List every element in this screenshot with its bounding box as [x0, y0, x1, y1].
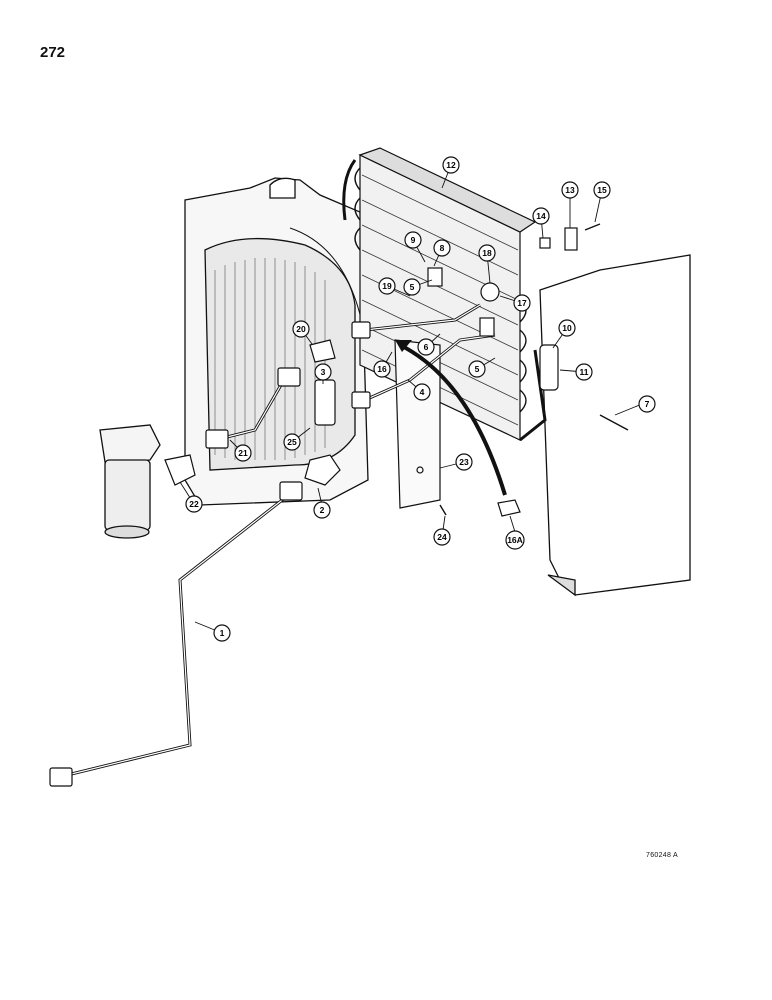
svg-text:23: 23: [459, 457, 469, 467]
callout-10: 10: [558, 319, 576, 337]
svg-text:1: 1: [220, 628, 225, 638]
callout-1: 1: [213, 624, 231, 642]
callout-14: 14: [532, 207, 550, 225]
svg-text:22: 22: [189, 499, 199, 509]
callout-22: 22: [185, 495, 203, 513]
svg-text:10: 10: [562, 323, 572, 333]
callout-16a: 16A: [505, 530, 525, 550]
svg-text:5: 5: [410, 282, 415, 292]
svg-text:13: 13: [565, 185, 575, 195]
callout-7: 7: [638, 395, 656, 413]
callout-19: 19: [378, 277, 396, 295]
svg-text:18: 18: [482, 248, 492, 258]
bolts: [439, 223, 629, 516]
svg-text:20: 20: [296, 324, 306, 334]
svg-text:25: 25: [287, 437, 297, 447]
side-panel: [539, 254, 691, 597]
callout-5b: 5: [468, 360, 486, 378]
callout-16: 16: [373, 360, 391, 378]
svg-text:17: 17: [517, 298, 527, 308]
fittings: [49, 227, 578, 787]
drawing-id: 760248 A: [646, 852, 678, 859]
callout-15: 15: [593, 181, 611, 199]
svg-text:24: 24: [437, 532, 447, 542]
callout-3: 3: [314, 363, 332, 381]
callout-11: 11: [575, 363, 593, 381]
callout-5a: 5: [403, 278, 421, 296]
callout-25: 25: [283, 433, 301, 451]
callout-18: 18: [478, 244, 496, 262]
svg-text:12: 12: [446, 160, 456, 170]
arrow-16a-head: [395, 340, 412, 352]
callout-21: 21: [234, 444, 252, 462]
svg-text:21: 21: [238, 448, 248, 458]
oil-filter: [99, 424, 161, 539]
oil-cooler-core: [354, 147, 537, 441]
svg-text:6: 6: [424, 342, 429, 352]
svg-text:2: 2: [320, 505, 325, 515]
svg-text:9: 9: [411, 235, 416, 245]
svg-text:8: 8: [440, 243, 445, 253]
callout-24: 24: [433, 528, 451, 546]
svg-text:16A: 16A: [507, 535, 523, 545]
callout-8: 8: [433, 239, 451, 257]
radiator: [184, 177, 369, 506]
svg-text:14: 14: [536, 211, 546, 221]
svg-text:15: 15: [597, 185, 607, 195]
callout-17: 17: [513, 294, 531, 312]
svg-text:7: 7: [645, 399, 650, 409]
callout-6: 6: [417, 338, 435, 356]
arrow-16a: [399, 343, 507, 496]
svg-text:3: 3: [321, 367, 326, 377]
svg-text:16: 16: [377, 364, 387, 374]
svg-text:19: 19: [382, 281, 392, 291]
svg-text:5: 5: [475, 364, 480, 374]
page-number: 272: [40, 44, 66, 61]
callout-4: 4: [413, 383, 431, 401]
callout-2: 2: [313, 501, 331, 519]
callout-12: 12: [442, 156, 460, 174]
callout-13: 13: [561, 181, 579, 199]
callout-20: 20: [292, 320, 310, 338]
callout-9: 9: [404, 231, 422, 249]
mounting-bracket: [394, 339, 441, 509]
svg-text:4: 4: [420, 387, 425, 397]
svg-text:11: 11: [580, 367, 589, 377]
callout-23: 23: [455, 453, 473, 471]
